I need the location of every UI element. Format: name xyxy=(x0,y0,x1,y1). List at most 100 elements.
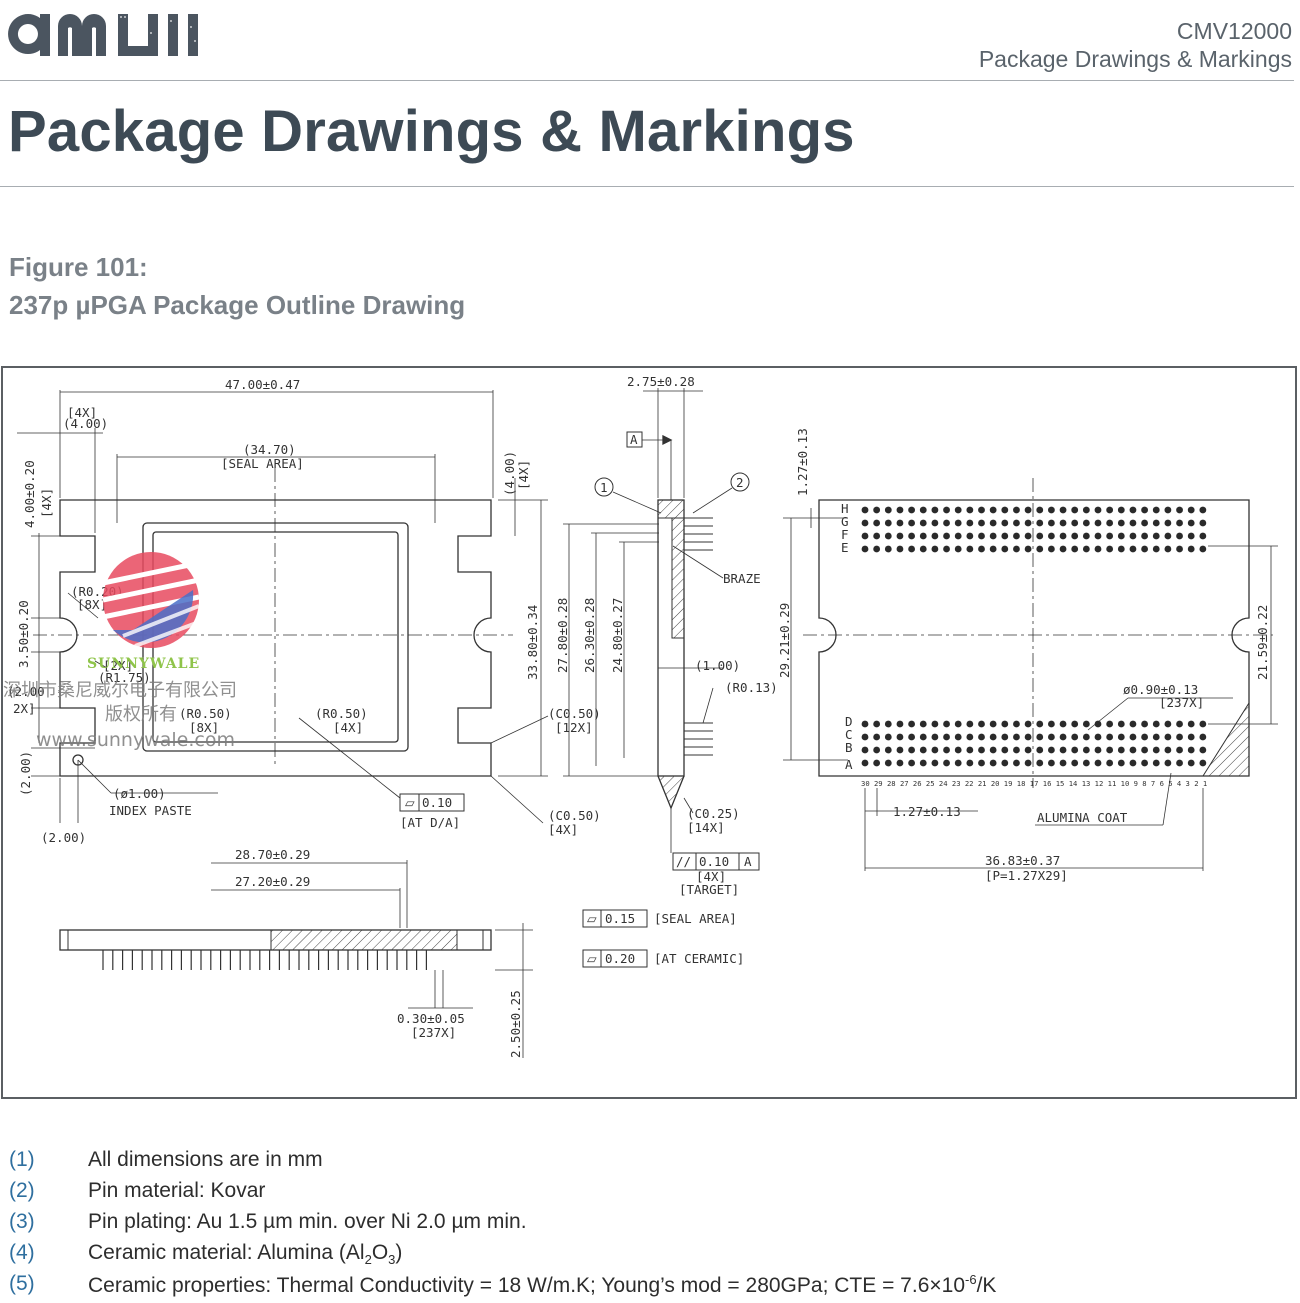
dim-bottom-width-ref: [P=1.27X29] xyxy=(985,868,1068,883)
pin-dot xyxy=(1013,759,1020,767)
pin-dot xyxy=(908,733,915,741)
callout-1: 1 xyxy=(600,480,608,495)
pin-dot xyxy=(1001,519,1009,527)
pin-dot xyxy=(1199,733,1207,741)
watermark-url: www.sunnywale.com xyxy=(36,729,235,751)
dim-r050-mid: (R0.50) xyxy=(315,706,368,721)
pin-dot xyxy=(896,733,904,741)
pin-dot xyxy=(954,532,962,540)
pin-dot xyxy=(1129,519,1137,527)
pin-dot xyxy=(1094,720,1102,728)
watermark-company: 深圳市桑尼威尔电子有限公司 xyxy=(3,680,237,701)
dim-flat-seal-ref: [SEAL AREA] xyxy=(654,911,737,926)
pin-dot xyxy=(1129,733,1137,741)
note-number: (4) xyxy=(9,1241,35,1264)
pin-dot xyxy=(1071,746,1079,754)
pin-dot xyxy=(1001,759,1009,767)
row-label-f: F xyxy=(841,527,849,542)
note-item: (2) Pin material: Kovar xyxy=(9,1179,1289,1210)
pin-dot xyxy=(896,545,904,553)
pin-dot xyxy=(1036,759,1044,767)
note-text: All dimensions are in mm xyxy=(88,1148,323,1171)
pin-dot xyxy=(1129,720,1137,728)
dim-c050-top: (C0.50) xyxy=(548,706,601,721)
flatness-symbol: ⏥ xyxy=(405,795,415,810)
pin-dot xyxy=(861,545,869,553)
pin-dot xyxy=(1048,506,1055,514)
pin-dot xyxy=(919,746,927,754)
pin-dot xyxy=(861,720,869,728)
pin-dot xyxy=(1048,532,1055,540)
pin-dot xyxy=(1117,532,1125,540)
pin-dot xyxy=(1013,532,1020,540)
pin-dot xyxy=(884,545,892,553)
side-view-labels: 2.75±0.28 A 1 2 BRAZE 27.80±0.28 26.30±0… xyxy=(555,374,778,897)
dim-parallel-ref: [TARGET] xyxy=(679,882,739,897)
pin-dot xyxy=(1048,733,1055,741)
dim-left-cut-mult: 2X] xyxy=(13,701,36,716)
watermark-rights: 版权所有 xyxy=(105,704,177,725)
dim-c025-mult: [14X] xyxy=(687,820,725,835)
pin-dot xyxy=(873,746,881,754)
pin-dot xyxy=(1001,545,1009,553)
pin-dot xyxy=(954,746,962,754)
top-view xyxy=(17,390,549,824)
pin-dot xyxy=(919,733,927,741)
pin-dot xyxy=(1141,532,1148,540)
pin-dot xyxy=(919,759,927,767)
pin-dot xyxy=(1001,733,1009,741)
pin-dot xyxy=(978,733,985,741)
pin-dot xyxy=(1176,746,1183,754)
pin-dot xyxy=(1024,506,1032,514)
row-label-a: A xyxy=(845,757,853,772)
pin-dot xyxy=(1141,733,1148,741)
dim-parallel-mult: [4X] xyxy=(696,869,726,884)
pin-dot xyxy=(1036,532,1044,540)
pin-dot xyxy=(873,759,881,767)
pin-dot xyxy=(1176,545,1183,553)
pin-dot xyxy=(1001,720,1009,728)
pin-dot xyxy=(943,519,950,527)
pin-dot xyxy=(908,720,915,728)
note-number: (1) xyxy=(9,1148,35,1171)
pin-dot xyxy=(1059,506,1067,514)
pin-dot xyxy=(1106,532,1114,540)
pin-dot xyxy=(1071,545,1079,553)
pin-dot xyxy=(1176,519,1183,527)
pin-dot xyxy=(1117,506,1125,514)
pin-dot xyxy=(1082,720,1090,728)
pin-dot xyxy=(873,720,881,728)
pin-dot xyxy=(896,532,904,540)
pin-dot xyxy=(989,746,997,754)
pin-dot xyxy=(1199,506,1207,514)
dim-pin-dia: ø0.90±0.13 xyxy=(1123,682,1198,697)
dim-left-offset: 4.00±0.20 xyxy=(22,460,37,528)
pin-dot xyxy=(1176,506,1183,514)
pin-dot xyxy=(1071,532,1079,540)
note-text: Ceramic properties: Thermal Conductivity… xyxy=(88,1272,997,1297)
dim-parallel: 0.10 xyxy=(699,854,729,869)
pin-dot xyxy=(1013,746,1020,754)
pin-dot xyxy=(1164,506,1172,514)
pin-dot xyxy=(1082,746,1090,754)
pin-dot xyxy=(943,720,950,728)
pin-dot xyxy=(966,532,974,540)
pin-dot xyxy=(966,720,974,728)
dim-r050-left: (R0.50) xyxy=(179,706,232,721)
dim-pin-length: (1.00) xyxy=(695,658,740,673)
pin-dot xyxy=(1141,720,1148,728)
page-title: Package Drawings & Markings xyxy=(8,99,855,164)
pin-dot xyxy=(873,519,881,527)
figure-title: 237p µPGA Package Outline Drawing xyxy=(9,290,466,320)
pin-dot xyxy=(966,746,974,754)
pin-dot xyxy=(1036,746,1044,754)
pin-dot xyxy=(1059,545,1067,553)
pin-dot xyxy=(896,720,904,728)
pin-dot xyxy=(966,506,974,514)
dim-thickness: 2.75±0.28 xyxy=(627,374,695,389)
dim-side-d2: 26.30±0.28 xyxy=(582,598,597,673)
dim-seal-area: (34.70) xyxy=(243,442,296,457)
pin-dot xyxy=(954,519,962,527)
pin-dot xyxy=(1048,746,1055,754)
dim-side-d1: 27.80±0.28 xyxy=(555,598,570,673)
